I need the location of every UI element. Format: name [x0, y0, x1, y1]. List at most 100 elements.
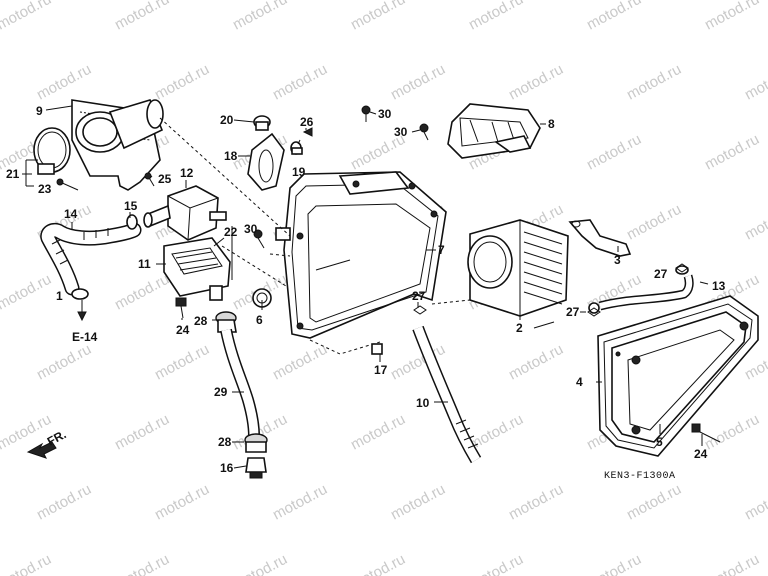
front-arrow-icon — [26, 441, 57, 459]
callout-27a: 27 — [412, 289, 426, 303]
watermark-text: motod.ru — [584, 131, 644, 174]
callout-20: 20 — [220, 113, 234, 127]
watermark-text: motod.ru — [152, 341, 212, 384]
watermark-text: motod.ru — [624, 201, 684, 244]
part-clamp-28a — [215, 311, 237, 333]
part-clip-27b — [587, 307, 601, 317]
watermark-text: motod.ru — [0, 0, 54, 34]
callout-30c: 30 — [244, 222, 258, 236]
part-tube-13 — [588, 265, 694, 314]
part-screw-25 — [144, 172, 155, 187]
watermark-text: motod.ru — [584, 551, 644, 576]
part-clip-1 — [71, 288, 89, 300]
watermark-text: motod.ru — [230, 551, 290, 576]
ref-e14: E-14 — [72, 330, 98, 344]
watermark-text: motod.ru — [624, 481, 684, 524]
callout-17: 17 — [374, 363, 388, 377]
callout-11: 11 — [138, 257, 151, 271]
callout-23: 23 — [38, 182, 52, 196]
callout-15: 15 — [124, 199, 138, 213]
watermark-text: motod.ru — [742, 481, 768, 524]
watermark-text: motod.ru — [742, 61, 768, 104]
watermark-text: motod.ru — [348, 0, 408, 34]
callout-1: 1 — [56, 289, 63, 303]
callout-9: 9 — [36, 104, 43, 118]
callout-30b: 30 — [394, 125, 408, 139]
watermark-text: motod.ru — [742, 201, 768, 244]
part-bolt-24b — [691, 423, 721, 443]
watermark-text: motod.ru — [702, 131, 762, 174]
part-air-filter-element-2 — [467, 219, 569, 317]
arrow-to-e14 — [77, 311, 87, 322]
part-bolt-24a — [175, 297, 187, 319]
watermark-text: motod.ru — [270, 61, 330, 104]
watermark-text: motod.ru — [466, 0, 526, 34]
callout-14: 14 — [64, 207, 78, 221]
callout-6: 6 — [256, 313, 263, 327]
leader-lines — [22, 105, 709, 469]
watermark-text: motod.ru — [702, 0, 762, 34]
callout-16: 16 — [220, 461, 234, 475]
callout-19: 19 — [292, 165, 306, 179]
part-reed-valve-11 — [163, 237, 231, 301]
callout-27b: 27 — [566, 305, 580, 319]
part-plug-17 — [371, 343, 383, 355]
callout-26: 26 — [300, 115, 314, 129]
part-bolt-30c — [253, 229, 265, 249]
watermark-text: motod.ru — [506, 61, 566, 104]
callout-22: 22 — [224, 225, 238, 239]
part-clamp-band — [33, 127, 71, 175]
callout-2: 2 — [516, 321, 523, 335]
callout-18: 18 — [224, 149, 238, 163]
watermark-text: motod.ru — [702, 411, 762, 454]
part-bolt-30b — [419, 123, 429, 141]
watermark-text: motod.ru — [34, 481, 94, 524]
watermark-text: motod.ru — [388, 481, 448, 524]
part-tube-29 — [220, 328, 260, 437]
callouts: 9 21 23 14 1 E-14 15 25 12 11 22 24 28 2… — [6, 104, 726, 475]
watermark-text: motod.ru — [624, 61, 684, 104]
callout-3: 3 — [614, 253, 621, 267]
diagram-code: KEN3-F1300A — [604, 471, 676, 482]
part-drain-hose-14 — [40, 222, 142, 296]
watermark-text: motod.ru — [34, 341, 94, 384]
callout-28b: 28 — [218, 435, 232, 449]
watermark-text: motod.ru — [584, 0, 644, 34]
callout-8: 8 — [548, 117, 555, 131]
watermark-text: motod.ru — [702, 551, 762, 576]
watermark-text: motod.ru — [34, 61, 94, 104]
callout-29: 29 — [214, 385, 228, 399]
part-valve-12 — [143, 185, 227, 241]
part-cover-8 — [447, 103, 541, 159]
callout-4: 4 — [576, 375, 583, 389]
watermark-text: motod.ru — [348, 551, 408, 576]
part-hose-10 — [412, 325, 482, 464]
callout-12: 12 — [180, 166, 194, 180]
part-bolt-30a — [361, 105, 371, 122]
callout-30a: 30 — [378, 107, 392, 121]
part-grommet-20 — [253, 115, 271, 131]
part-screw-23 — [56, 178, 79, 191]
watermark-text: motod.ru — [388, 61, 448, 104]
part-clamp-28b — [244, 433, 268, 453]
watermark-text: motod.ru — [0, 271, 54, 314]
part-bracket-18 — [247, 132, 285, 191]
part-air-funnel — [71, 99, 164, 191]
part-cover-5 — [611, 311, 749, 443]
callout-27c: 27 — [654, 267, 668, 281]
part-clip-27a — [413, 305, 427, 315]
callout-13: 13 — [712, 279, 726, 293]
part-stay-3 — [568, 219, 632, 257]
watermark-text: motod.ru — [112, 411, 172, 454]
part-air-cleaner-case-7 — [275, 171, 447, 339]
callout-10: 10 — [416, 396, 430, 410]
callout-28a: 28 — [194, 314, 208, 328]
watermark-text: motod.ru — [152, 61, 212, 104]
watermark-text: motod.ru — [112, 271, 172, 314]
watermark-text: motod.ru — [112, 0, 172, 34]
watermark-text: motod.ru — [466, 551, 526, 576]
watermark-text: motod.ru — [0, 551, 54, 576]
watermark-text: motod.ru — [112, 551, 172, 576]
watermark-text: motod.ru — [152, 481, 212, 524]
